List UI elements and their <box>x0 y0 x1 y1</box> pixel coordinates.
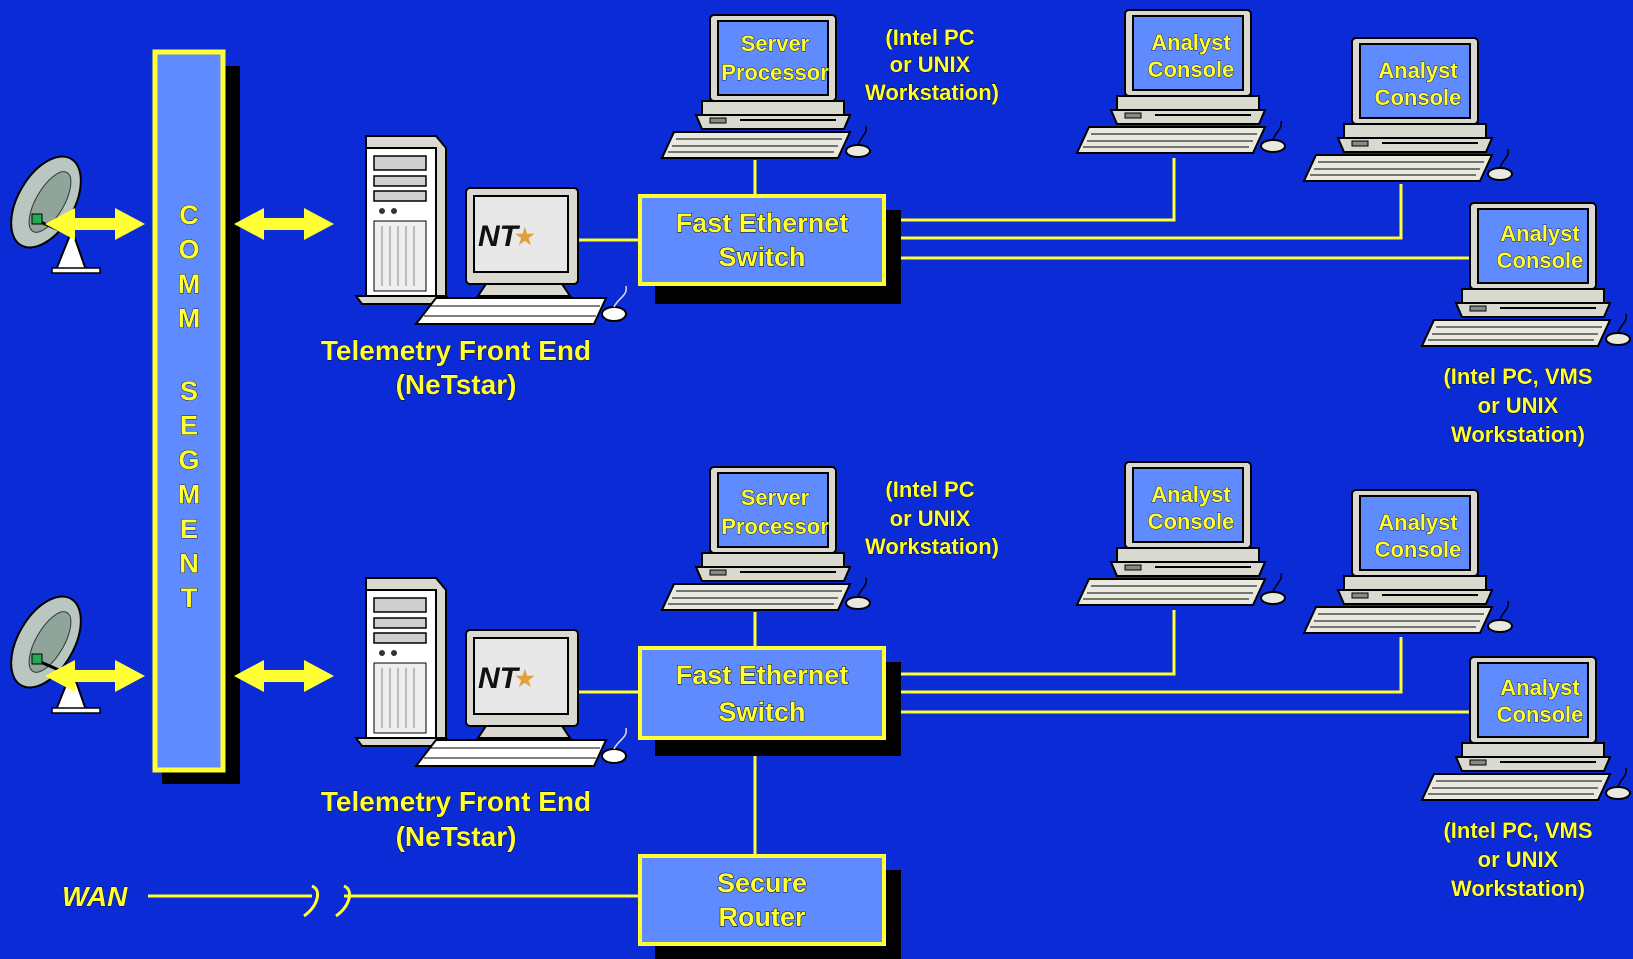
analyst-console-top-1: Analyst Console <box>1076 9 1286 154</box>
server-note-line1: (Intel PC <box>885 25 974 50</box>
server-note-line2: or UNIX <box>890 506 971 531</box>
star-icon: ★ <box>515 224 535 249</box>
server-note-bottom: (Intel PC or UNIX Workstation) <box>865 477 1000 560</box>
analyst-note-line1: (Intel PC, VMS <box>1443 818 1592 843</box>
server-note-line3: Workstation) <box>865 534 999 559</box>
analyst-note-line1: (Intel PC, VMS <box>1443 364 1592 389</box>
telemetry-front-end-top: NT ★ <box>355 135 628 325</box>
telemetry-label-bottom-line2: (NeTstar) <box>396 821 517 852</box>
analyst-console-top-3: Analyst Console <box>1421 202 1631 347</box>
satellite-dish-icon <box>0 143 102 275</box>
telemetry-front-end-bottom: NT ★ <box>355 577 628 767</box>
fast-ethernet-switch-bottom <box>638 646 886 740</box>
analyst-label-line2: Console <box>1148 509 1235 534</box>
comm-segment-letter: M <box>178 304 201 334</box>
switch-label-top-line2: Switch <box>718 242 805 272</box>
fast-ethernet-switch-top <box>638 194 886 286</box>
bidirectional-arrow-icon <box>234 660 334 692</box>
analyst-label-line2: Console <box>1375 537 1462 562</box>
comm-segment-bar <box>152 49 226 773</box>
analyst-note-line2: or UNIX <box>1478 393 1559 418</box>
analyst-label-line2: Console <box>1497 702 1584 727</box>
analyst-note-bottom: (Intel PC, VMS or UNIX Workstation) <box>1443 818 1593 902</box>
network-links-bottom <box>148 610 1482 918</box>
comm-segment-letter: M <box>178 269 201 299</box>
netstar-logo-top: NT <box>478 220 521 253</box>
analyst-console-bottom-2: Analyst Console <box>1303 489 1513 634</box>
analyst-note-line3: Workstation) <box>1451 422 1585 447</box>
server-note-line2: or UNIX <box>890 52 971 77</box>
server-processor-bottom: Server Processor <box>661 466 871 611</box>
analyst-note-line3: Workstation) <box>1451 876 1585 901</box>
analyst-label-line2: Console <box>1497 248 1584 273</box>
comm-segment-letter: O <box>178 235 199 265</box>
server-label-line2: Processor <box>721 60 829 85</box>
wan-label: WAN <box>62 881 128 912</box>
network-links-top <box>560 158 1482 260</box>
analyst-note-top: (Intel PC, VMS or UNIX Workstation) <box>1443 364 1593 448</box>
satellite-dish-icon <box>0 583 102 715</box>
comm-segment-letter: T <box>181 583 198 613</box>
comm-segment-letter: C <box>179 200 199 230</box>
server-label-line1: Server <box>741 31 810 56</box>
netstar-logo-bottom: NT <box>478 662 521 695</box>
analyst-label-line1: Analyst <box>1378 510 1458 535</box>
server-label-line2: Processor <box>721 514 829 539</box>
switch-label-top-line1: Fast Ethernet <box>676 208 849 238</box>
analyst-console-top-2: Analyst Console <box>1303 37 1513 182</box>
server-note-top: (Intel PC or UNIX Workstation) <box>865 25 1000 106</box>
analyst-label-line1: Analyst <box>1500 221 1580 246</box>
server-processor-top: Server Processor <box>661 14 871 159</box>
telemetry-label-top-line1: Telemetry Front End <box>321 335 591 366</box>
comm-segment-letter: E <box>180 410 198 440</box>
star-icon: ★ <box>515 666 535 691</box>
analyst-console-bottom-3: Analyst Console <box>1421 656 1631 801</box>
analyst-console-bottom-1: Analyst Console <box>1076 461 1286 606</box>
server-note-line1: (Intel PC <box>885 477 974 502</box>
switch-label-bottom-line2: Switch <box>718 697 805 727</box>
telemetry-label-top-line2: (NeTstar) <box>396 369 517 400</box>
router-label-line1: Secure <box>717 868 807 898</box>
analyst-label-line1: Analyst <box>1151 30 1231 55</box>
analyst-label-line1: Analyst <box>1151 482 1231 507</box>
comm-segment-letter: E <box>180 514 198 544</box>
analyst-note-line2: or UNIX <box>1478 847 1559 872</box>
comm-segment-letter: G <box>178 445 199 475</box>
analyst-label-line2: Console <box>1148 57 1235 82</box>
switch-label-bottom-line1: Fast Ethernet <box>676 660 849 690</box>
bidirectional-arrow-icon <box>234 208 334 240</box>
server-note-line3: Workstation) <box>865 80 999 105</box>
telemetry-label-bottom-line1: Telemetry Front End <box>321 786 591 817</box>
comm-segment-letter: S <box>180 376 198 406</box>
server-label-line1: Server <box>741 485 810 510</box>
analyst-label-line2: Console <box>1375 85 1462 110</box>
secure-router <box>638 854 886 946</box>
analyst-label-line1: Analyst <box>1378 58 1458 83</box>
router-label-line2: Router <box>719 902 806 932</box>
comm-segment-letter: N <box>179 548 199 578</box>
analyst-label-line1: Analyst <box>1500 675 1580 700</box>
comm-segment-letter: M <box>178 479 201 509</box>
